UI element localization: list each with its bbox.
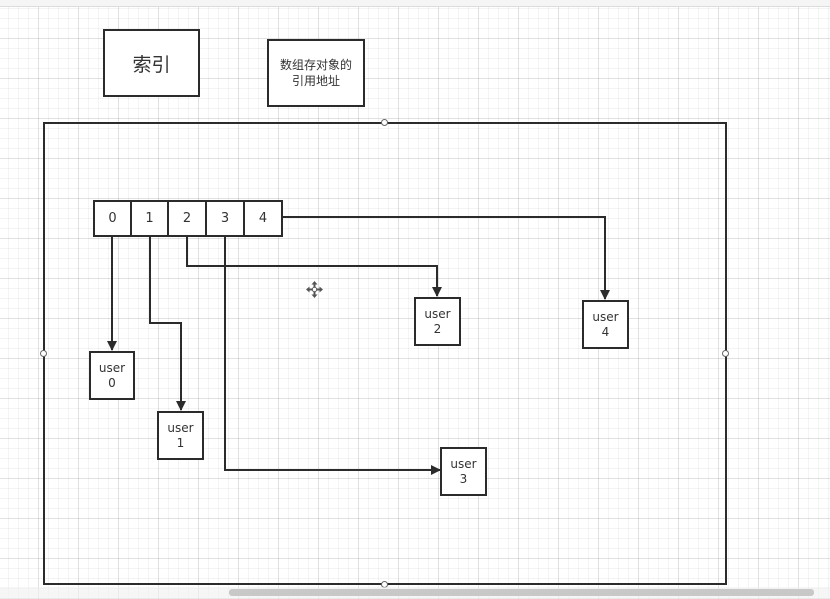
array-cell-0[interactable]: 0 [93,200,132,237]
arrow-4-to-user4 [282,216,610,300]
user-box-label: user [167,420,194,435]
user-box-number: 0 [108,375,116,390]
array-cell-label: 2 [182,211,192,226]
top-toolbar-strip [0,0,830,7]
array-cell-1[interactable]: 1 [130,200,169,237]
move-cursor-icon [306,281,323,298]
array-cell-3[interactable]: 3 [205,200,245,237]
index-label-box[interactable]: 索引 [103,29,200,97]
user-box-0[interactable]: user 0 [89,351,135,400]
reference-label-line2: 引用地址 [291,74,340,88]
user-box-label: user [450,456,477,471]
user-box-1[interactable]: user 1 [157,411,204,460]
reference-label-text: 数组存对象的 引用地址 [280,57,352,89]
resize-handle-right[interactable] [722,350,729,357]
array-cell-label: 3 [220,211,230,226]
arrow-2-to-user2 [186,237,442,297]
index-label-text: 索引 [132,53,171,76]
array-cell-4[interactable]: 4 [243,200,283,237]
user-box-number: 3 [459,471,468,486]
reference-label-line1: 数组存对象的 [279,58,352,72]
user-box-number: 4 [601,324,610,339]
reference-label-box[interactable]: 数组存对象的 引用地址 [267,39,365,107]
arrow-1-to-user1 [149,237,186,411]
user-box-label: user [424,306,451,321]
user-box-2[interactable]: user 2 [414,297,461,346]
user-box-label: user [98,360,126,375]
user-box-label: user [592,309,619,324]
resize-handle-top[interactable] [381,119,388,126]
user-box-4[interactable]: user 4 [582,300,629,349]
user-box-number: 1 [176,435,185,450]
array-cell-label: 4 [258,211,268,226]
resize-handle-left[interactable] [40,350,47,357]
array-cell-label: 0 [108,211,117,226]
array-cell-label: 1 [145,211,154,226]
user-box-3[interactable]: user 3 [440,447,487,496]
user-box-number: 2 [433,321,442,336]
array-cell-2[interactable]: 2 [167,200,207,237]
arrow-3-to-user3 [224,237,441,475]
horizontal-scrollbar-thumb[interactable] [229,589,814,596]
